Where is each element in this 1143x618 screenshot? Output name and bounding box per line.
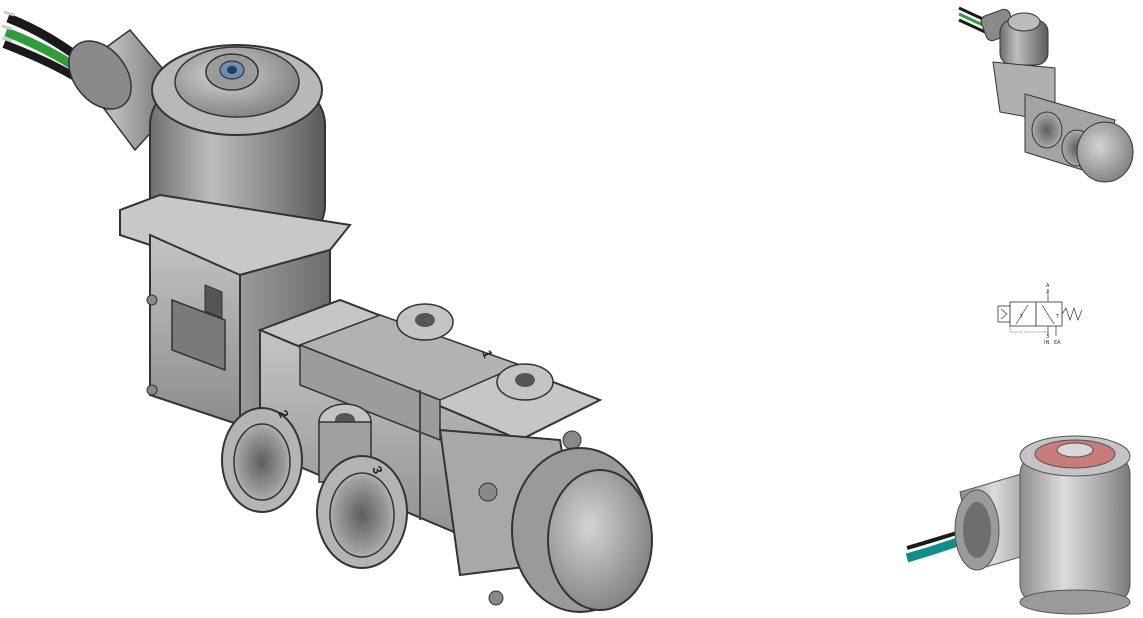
main-product-image[interactable]: 2 3 1 xyxy=(0,0,760,618)
thumbnail-valve-render[interactable] xyxy=(955,2,1143,192)
port-marking-2: 2 xyxy=(275,408,292,420)
port-marking-3: 3 xyxy=(369,464,386,476)
thumbnail-pneumatic-symbol[interactable]: A 2 T T 3 IN EA xyxy=(990,280,1090,350)
symbol-label-t-right: T xyxy=(1055,314,1060,320)
solenoid-photo-image xyxy=(905,435,1131,615)
symbol-label-a: A xyxy=(1046,283,1050,289)
pneumatic-symbol-diagram: A 2 T T 3 IN EA xyxy=(997,283,1083,346)
thumbnail-valve-render-image xyxy=(958,6,1134,183)
spring-end-cap xyxy=(438,428,653,613)
symbol-label-ea: EA xyxy=(1054,340,1061,346)
port-2 xyxy=(221,407,303,513)
thumbnail-solenoid-photo[interactable] xyxy=(905,430,1143,618)
symbol-label-t-left: T xyxy=(1019,314,1024,320)
valve-render-illustration: 2 3 1 xyxy=(1,10,653,613)
port-3 xyxy=(316,455,408,569)
symbol-label-a-num: 2 xyxy=(1046,289,1049,295)
symbol-label-in-num: 3 xyxy=(1046,334,1049,340)
symbol-label-in: IN xyxy=(1044,340,1049,346)
port-marking-1: 1 xyxy=(479,348,496,360)
